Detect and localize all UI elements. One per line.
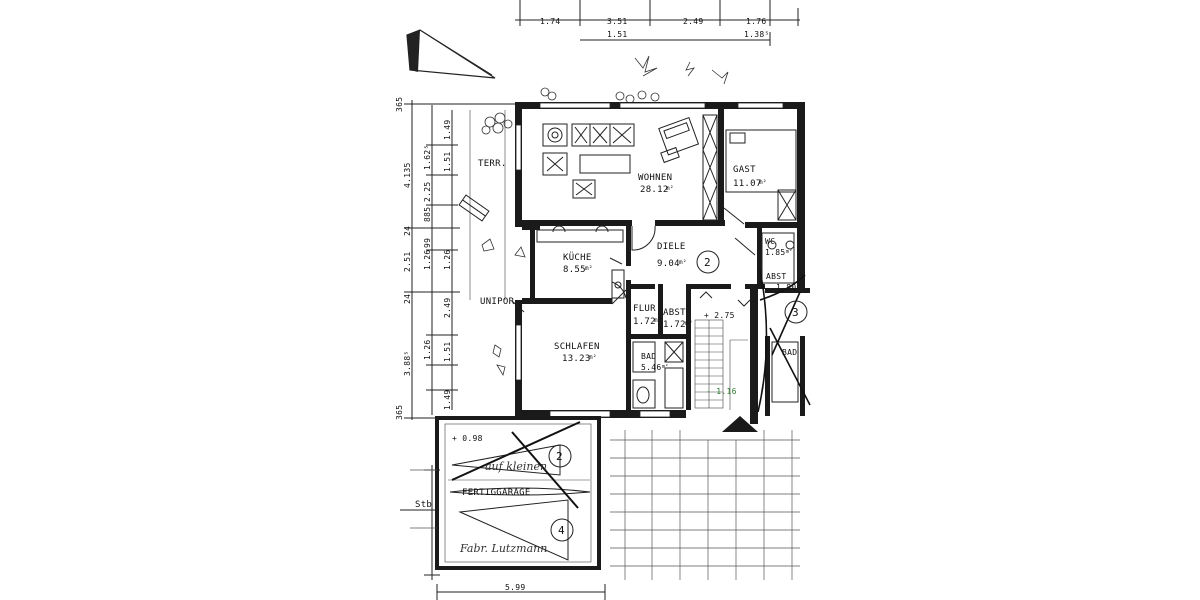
dim-top-sub-2: 1.38⁵ bbox=[744, 30, 770, 39]
room-name-diele: DIELE bbox=[657, 242, 686, 252]
dim-left-inner-5: 1.51 bbox=[443, 342, 452, 362]
marker-diele: 2 bbox=[696, 250, 720, 274]
dim-left-outer-7: 365 bbox=[395, 405, 404, 420]
room-area-wohnen: 28.12 bbox=[640, 185, 669, 195]
room-unit-wohnen: m² bbox=[666, 185, 674, 192]
garage: + 0.98 2 4 FERTIGGARAGE auf kleinen Fabr… bbox=[435, 416, 601, 570]
left-dimension-chain: 365 4.135 24 2.51 24 3.88⁵ 365 1.62⁵ 2.2… bbox=[395, 97, 520, 420]
handwritten-note-1: auf kleinen bbox=[485, 460, 547, 473]
windows bbox=[515, 102, 784, 418]
room-unit-diele: m² bbox=[679, 259, 687, 266]
level-garage: + 0.98 bbox=[452, 434, 483, 443]
dim-top-sub-1: 1.51 bbox=[607, 30, 627, 39]
dim-left-mid-1: 1.62⁵ bbox=[423, 144, 432, 170]
room-name-kueche: KÜCHE bbox=[563, 252, 592, 263]
room-area-abst-2: 1.72 bbox=[663, 320, 686, 330]
room-name-bad: BAD bbox=[641, 352, 656, 361]
room-unit-gast: m² bbox=[759, 179, 767, 186]
svg-text:2: 2 bbox=[704, 256, 711, 269]
room-name-gast: GAST bbox=[733, 165, 756, 175]
marker-right: 3 bbox=[784, 300, 808, 324]
room-unit-kueche: m² bbox=[585, 265, 593, 272]
room-name-abst-2: ABST bbox=[663, 308, 686, 318]
room-unit-abst-2: m² bbox=[685, 320, 693, 327]
room-area-kueche: 8.55 bbox=[563, 265, 586, 275]
kitchen-furniture bbox=[536, 225, 625, 299]
room-area-bad: 5.46 bbox=[641, 363, 661, 372]
room-area-flur: 1.72 bbox=[633, 317, 656, 327]
dim-left-outer-5: 24 bbox=[403, 294, 412, 304]
garden-chair-icon bbox=[458, 194, 490, 222]
level-stair: + 2.75 bbox=[704, 311, 735, 320]
room-area-gast: 11.07 bbox=[733, 179, 762, 189]
dim-left-inner-6: 1.49 bbox=[443, 390, 452, 410]
terrace-label: TERR. bbox=[478, 159, 507, 169]
garage-dimension: 5.99 bbox=[436, 583, 606, 600]
room-name-wc: WC bbox=[765, 237, 775, 246]
dim-left-outer-3: 24 bbox=[403, 226, 412, 236]
neighbour-unit-crossout bbox=[757, 269, 811, 413]
marker-garage-bottom: 4 bbox=[558, 524, 565, 537]
room-area-abst-1: 1.80 bbox=[776, 283, 796, 292]
room-unit-wc: m² bbox=[786, 249, 793, 255]
dim-garage-width: 5.99 bbox=[505, 583, 525, 592]
shrub-icon bbox=[481, 55, 729, 377]
room-unit-schlafen: m² bbox=[589, 354, 597, 361]
room-name-bad-2: BAD bbox=[782, 348, 797, 357]
fertiggarage-label: FERTIGGARAGE bbox=[462, 488, 531, 498]
bath-furniture bbox=[632, 232, 799, 409]
room-name-schlafen: SCHLAFEN bbox=[554, 342, 600, 352]
dim-left-outer-6: 3.88⁵ bbox=[403, 350, 412, 376]
dim-top-4: 1.76 bbox=[746, 17, 766, 26]
level-landing: - 1.16 bbox=[706, 387, 737, 396]
dim-left-mid-4: 99 bbox=[423, 238, 432, 248]
guest-furniture bbox=[725, 129, 797, 221]
dim-left-inner-2: 1.51 bbox=[443, 152, 452, 172]
dim-left-mid-6: 1.26 bbox=[423, 340, 432, 360]
room-name-flur: FLUR bbox=[633, 304, 656, 314]
dim-left-mid-2: 2.25 bbox=[423, 182, 432, 202]
stb-label: Stb bbox=[415, 500, 432, 510]
paving-grid bbox=[410, 430, 800, 580]
dim-top-1: 1.74 bbox=[540, 17, 560, 26]
living-furniture bbox=[542, 114, 718, 221]
dim-left-mid-5: 1.26 bbox=[423, 250, 432, 270]
room-name-abst-1: ABST bbox=[766, 272, 786, 281]
dim-left-mid-3: 885 bbox=[423, 207, 432, 222]
marker-garage-top: 2 bbox=[556, 450, 563, 463]
dim-left-inner-4: 2.49 bbox=[443, 298, 452, 318]
dim-left-outer-4: 2.51 bbox=[403, 252, 412, 272]
room-unit-flur: m² bbox=[654, 317, 662, 324]
room-unit-bad: m² bbox=[662, 364, 669, 370]
svg-text:3: 3 bbox=[792, 306, 799, 319]
dim-left-inner-3: 1.26 bbox=[443, 250, 452, 270]
staircase bbox=[694, 319, 748, 410]
room-area-diele: 9.04 bbox=[657, 259, 680, 269]
entrance-arrow-icon bbox=[722, 416, 758, 432]
handwritten-note-2: Fabr. Lutzmann bbox=[459, 542, 547, 555]
unipor-label: UNIPOR bbox=[480, 297, 515, 307]
dim-top-2: 3.51 bbox=[607, 17, 627, 26]
room-labels: WOHNEN 28.12 m² GAST 11.07 m² DIELE 9.04… bbox=[554, 165, 797, 372]
dim-left-outer-1: 365 bbox=[395, 97, 404, 112]
room-area-wc: 1.85 bbox=[765, 248, 785, 257]
doors bbox=[609, 207, 756, 307]
room-area-schlafen: 13.23 bbox=[562, 354, 591, 364]
dim-top-3: 2.49 bbox=[683, 17, 703, 26]
dim-left-inner-1: 1.49 bbox=[443, 120, 452, 140]
top-dimension-chain: 1.74 3.51 2.49 1.76 1.51 1.38⁵ bbox=[515, 0, 800, 46]
north-arrow-icon bbox=[406, 29, 496, 79]
terrace-area: TERR. UNIPOR bbox=[458, 55, 729, 377]
room-name-wohnen: WOHNEN bbox=[638, 173, 672, 183]
dim-left-outer-2: 4.135 bbox=[403, 162, 412, 188]
